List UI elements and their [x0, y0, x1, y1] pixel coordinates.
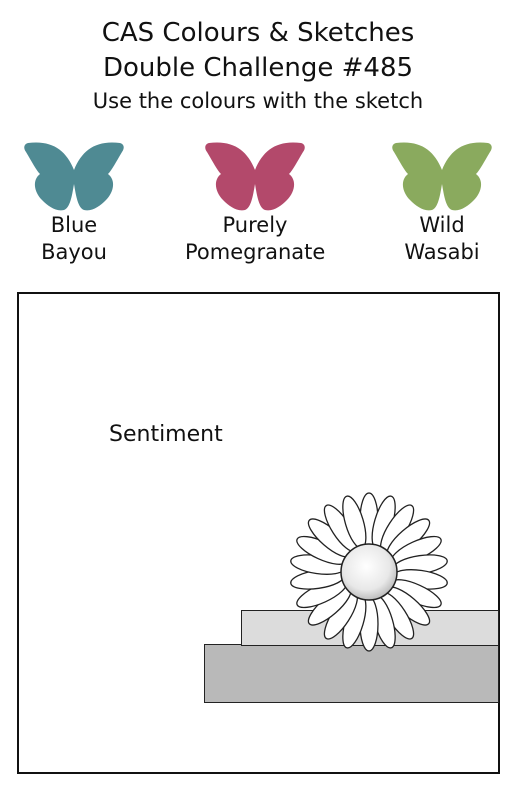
colour-name-line1: Purely [222, 213, 288, 237]
butterfly-icon [205, 142, 305, 211]
colour-name-line1: Wild [419, 213, 465, 237]
daisy-flower-icon [290, 492, 448, 652]
subtitle: Use the colours with the sketch [92, 89, 424, 113]
colour-name-line1: Blue [50, 213, 98, 237]
butterfly-icon [24, 142, 124, 211]
sentiment-label: Sentiment [109, 422, 223, 447]
colour-name-line2: Wasabi [404, 240, 480, 264]
flower-center [340, 543, 398, 601]
butterfly-icon [392, 142, 492, 211]
colour-swatch-blue-bayou: Blue Bayou [4, 140, 144, 266]
card-sketch: Sentiment [17, 292, 500, 774]
colour-swatch-wild-wasabi: Wild Wasabi [372, 140, 512, 266]
title-line-1: CAS Colours & Sketches [101, 18, 415, 48]
title-line-2: Double Challenge #485 [102, 53, 414, 83]
colour-swatch-purely-pomegranate: Purely Pomegranate [185, 140, 325, 266]
colour-name-line2: Pomegranate [185, 240, 326, 264]
colour-name-line2: Bayou [41, 240, 107, 264]
